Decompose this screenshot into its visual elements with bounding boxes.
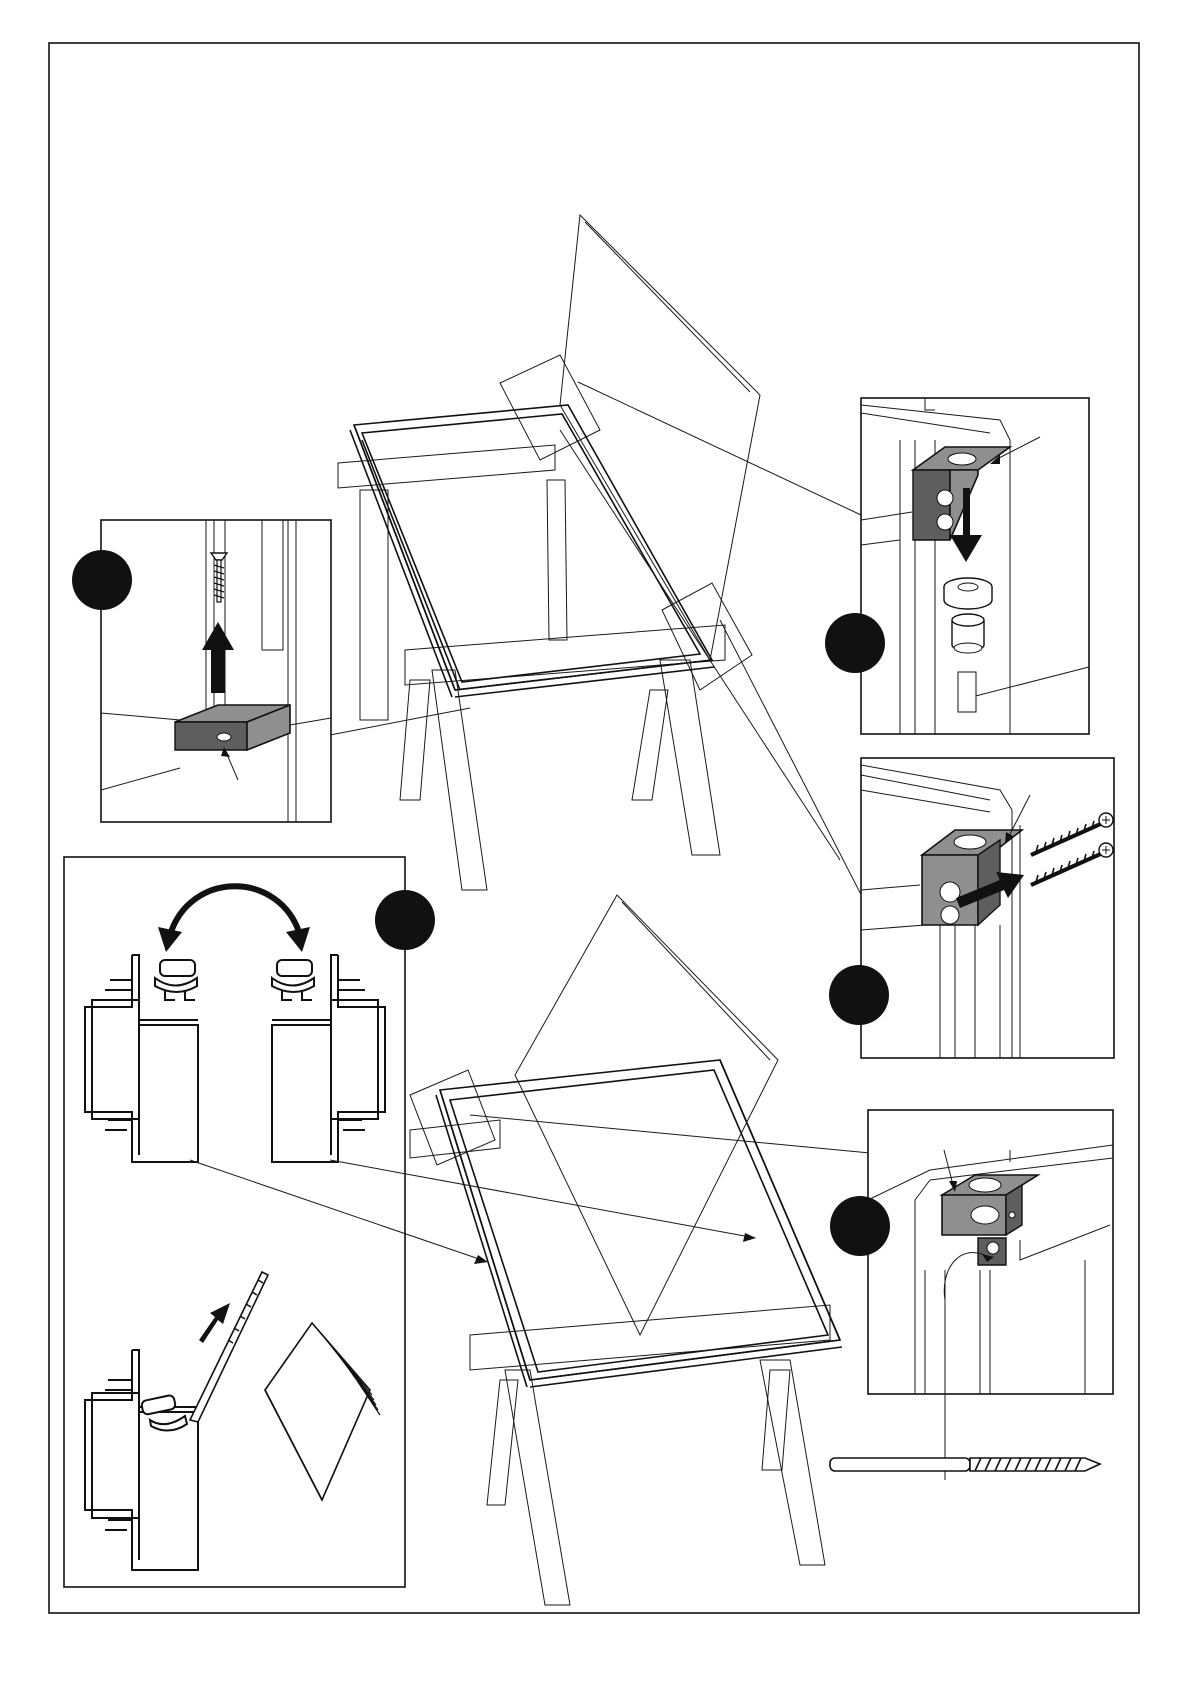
detail-screw-shoe <box>101 520 331 822</box>
step-badge <box>375 890 435 950</box>
step-badge <box>829 965 889 1025</box>
detail-corner-screws <box>861 758 1114 1058</box>
bottom-assembly-illustration <box>410 895 870 1605</box>
long-screw-icon <box>830 1458 1100 1471</box>
detail-corner-pin <box>868 1110 1113 1480</box>
step-badge <box>72 550 132 610</box>
detail-glazing-profiles <box>64 857 756 1587</box>
step-badge <box>825 613 885 673</box>
detail-corner-down <box>861 398 1089 734</box>
step-badge <box>830 1196 890 1256</box>
top-assembly-illustration <box>330 215 870 912</box>
